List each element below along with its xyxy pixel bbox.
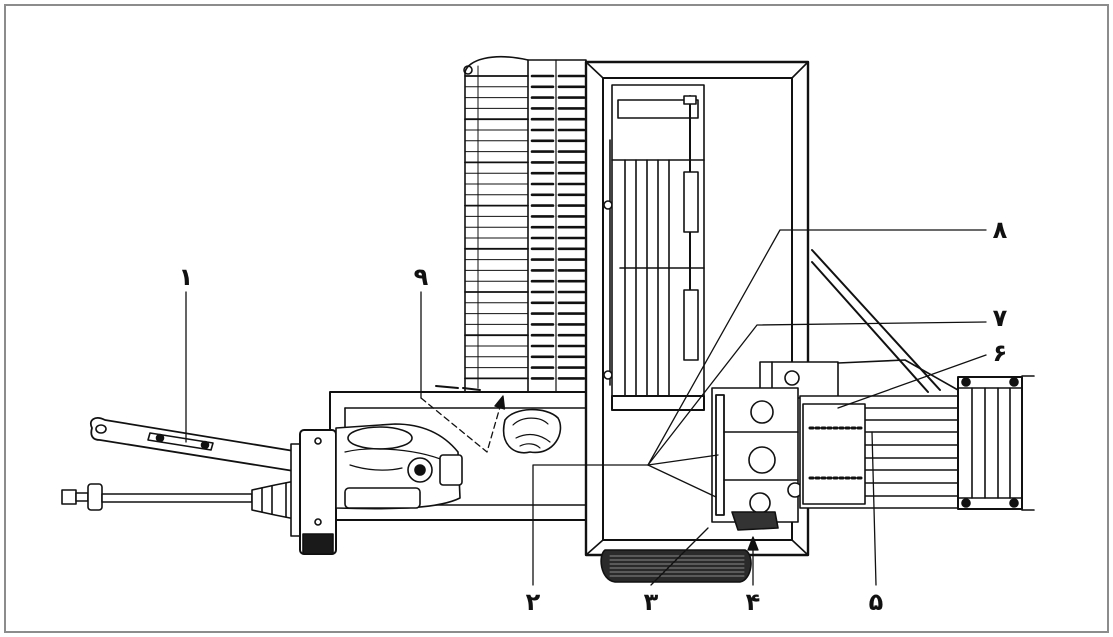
frame-bevel: [791, 61, 809, 79]
leader-branch: [647, 454, 719, 466]
machine-drawing: [61, 56, 1035, 586]
plunger-cylinder-upper: [683, 171, 699, 233]
callout-labels: ۱ ۹ ۸ ۷ ۶ ۲ ۳ ۴ ۵: [179, 216, 1008, 616]
callout-5: ۵: [869, 588, 884, 616]
leader-line-3: [650, 527, 709, 586]
frame-bevel: [585, 61, 604, 79]
leader-arrow-9: [494, 395, 506, 410]
gearbox-base: [302, 533, 334, 555]
bale-discharge: [799, 249, 1035, 511]
drive-contour: [349, 464, 403, 471]
pto-stub: [75, 492, 89, 502]
frame-inner: [602, 77, 793, 541]
knotter-housing-hub: [784, 370, 800, 386]
end-plate: [957, 376, 1023, 510]
gearbox-bolt: [314, 437, 322, 445]
callout-9: ۹: [414, 263, 429, 291]
plunger-rod-cap: [683, 95, 697, 105]
drive-end-cap: [439, 454, 463, 486]
end-plate-bolt: [961, 377, 971, 387]
gearbox-bolt: [314, 518, 322, 526]
discharge-strut: [811, 261, 929, 393]
plunger-cylinder-lower: [683, 289, 699, 361]
leader-line-7: [647, 321, 987, 466]
drive-crank-pin: [414, 464, 426, 476]
leader-lines: [185, 229, 987, 586]
discharge-strut: [811, 249, 941, 391]
leader-branch: [647, 464, 717, 498]
tongue-bolt-front: [155, 433, 165, 443]
knotter-base: [731, 511, 779, 531]
frame-rail-pin: [603, 370, 613, 380]
vertical-rack: [463, 56, 587, 393]
wheel: [600, 549, 752, 583]
drive-upper-cylinder: [347, 426, 413, 450]
leader-line-5: [871, 431, 877, 586]
plunger-top-cylinder: [617, 99, 699, 119]
pto-nut: [61, 489, 77, 505]
end-plate-bolt: [961, 498, 971, 508]
chamber-top-mark-2: [462, 387, 481, 391]
callout-4: ۴: [746, 588, 761, 616]
callout-3: ۳: [644, 588, 659, 616]
end-plate-bolt: [1009, 498, 1019, 508]
drive-lower-cylinder: [344, 487, 421, 509]
discharge-top-edge: [837, 359, 959, 391]
frame-bevel: [585, 539, 604, 556]
cam-detail: [512, 417, 551, 449]
callout-8: ۸: [993, 216, 1008, 244]
pto-yoke: [87, 483, 103, 511]
rack-top-arch: [464, 56, 529, 73]
wheel-tire: [600, 549, 752, 583]
plunger-mechanism: [611, 84, 705, 411]
leader-line-2: [532, 464, 649, 586]
knotter-gear-middle: [748, 446, 776, 474]
discharge-inner-box: [802, 403, 866, 505]
callout-6: ۶: [993, 339, 1008, 367]
pto-tube: [101, 493, 253, 503]
tongue-slot: [147, 432, 214, 451]
drive-assembly: [290, 423, 463, 555]
tongue-bolt-rear: [200, 440, 210, 450]
knotter-assembly: [711, 361, 839, 531]
rack-top-hook: [463, 65, 473, 75]
leader-line-8: [647, 229, 987, 466]
callout-1: ۱: [179, 263, 194, 291]
leader-line-9-dashed: [420, 397, 501, 453]
callout-7: ۷: [993, 304, 1008, 332]
knotter-gear-upper: [750, 400, 774, 424]
leader-arrow-4: [747, 536, 759, 551]
leader-line-6: [837, 354, 987, 409]
frame-bevel: [791, 539, 809, 556]
end-plate-bolt: [1009, 377, 1019, 387]
plunger-base: [611, 395, 705, 411]
tongue-hitch-eye: [95, 424, 107, 434]
knotter-frame: [711, 387, 799, 523]
chamber-top-mark-1: [435, 385, 459, 389]
frame-rail-pin: [603, 200, 613, 210]
chamber-cam: [502, 408, 562, 454]
callout-2: ۲: [526, 588, 541, 616]
